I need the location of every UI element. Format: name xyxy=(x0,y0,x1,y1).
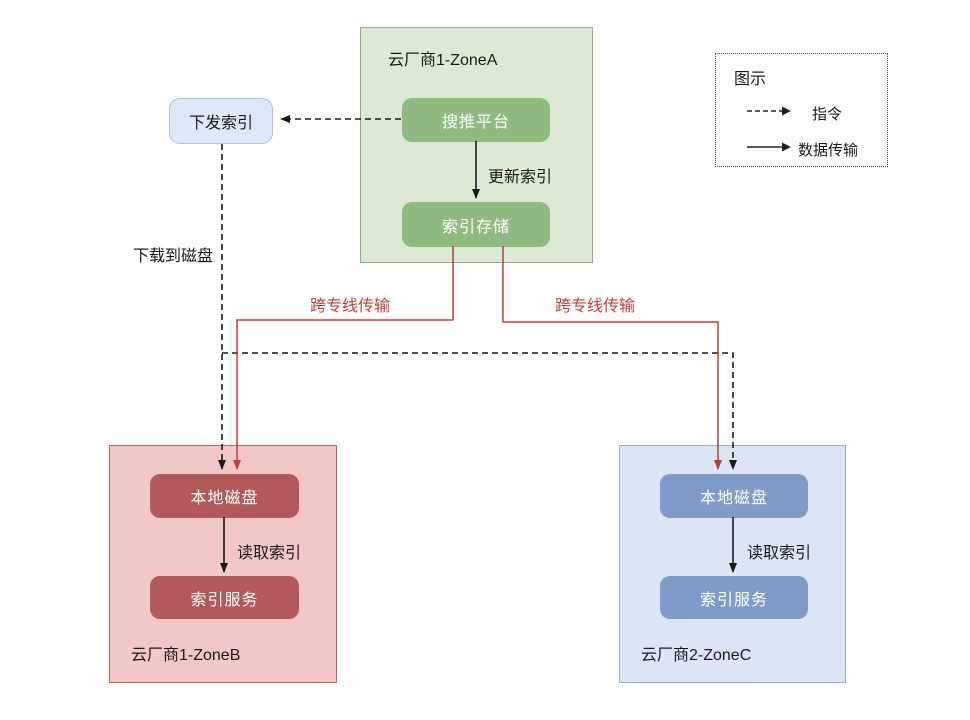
node-dispatch-index: 下发索引 xyxy=(169,98,273,144)
legend-title: 图示 xyxy=(734,71,767,88)
edge-storage-to-disk-c xyxy=(502,246,722,470)
node-index-service-b: 索引服务 xyxy=(150,576,299,619)
zone-a-title: 云厂商1-ZoneA xyxy=(388,52,498,69)
edge-storage-to-disk-b xyxy=(233,246,454,470)
edge-label-cross-dedicated-right: 跨专线传输 xyxy=(555,298,636,315)
legend-item-data-transfer: 数据传输 xyxy=(716,139,887,159)
legend-item-instruction: 指令 xyxy=(716,103,887,123)
zone-b-title: 云厂商1-ZoneB xyxy=(131,647,241,664)
dashed-arrow-icon xyxy=(747,106,791,116)
node-local-disk-b: 本地磁盘 xyxy=(150,474,299,518)
zone-cloud1-zonea: 云厂商1-ZoneA 搜推平台 索引存储 xyxy=(360,27,593,263)
edge-label-update-index: 更新索引 xyxy=(488,169,553,186)
legend-label-data-transfer: 数据传输 xyxy=(798,142,859,159)
edge-label-read-index-c: 读取索引 xyxy=(747,545,812,562)
legend: 图示 指令 数据传输 xyxy=(715,53,888,167)
edge-label-read-index-b: 读取索引 xyxy=(237,545,302,562)
solid-arrow-icon xyxy=(747,142,791,152)
legend-label-instruction: 指令 xyxy=(812,106,843,123)
edge-label-download-to-disk: 下载到磁盘 xyxy=(133,248,214,265)
node-index-service-c: 索引服务 xyxy=(660,576,808,619)
node-index-storage: 索引存储 xyxy=(402,202,550,247)
zone-cloud1-zoneb: 云厂商1-ZoneB 本地磁盘 索引服务 xyxy=(109,445,337,683)
zone-cloud2-zonec: 云厂商2-ZoneC 本地磁盘 索引服务 xyxy=(619,445,846,683)
edge-label-cross-dedicated-left: 跨专线传输 xyxy=(310,298,391,315)
node-local-disk-c: 本地磁盘 xyxy=(660,474,808,518)
zone-c-title: 云厂商2-ZoneC xyxy=(641,647,752,664)
node-search-push-platform: 搜推平台 xyxy=(402,98,550,142)
